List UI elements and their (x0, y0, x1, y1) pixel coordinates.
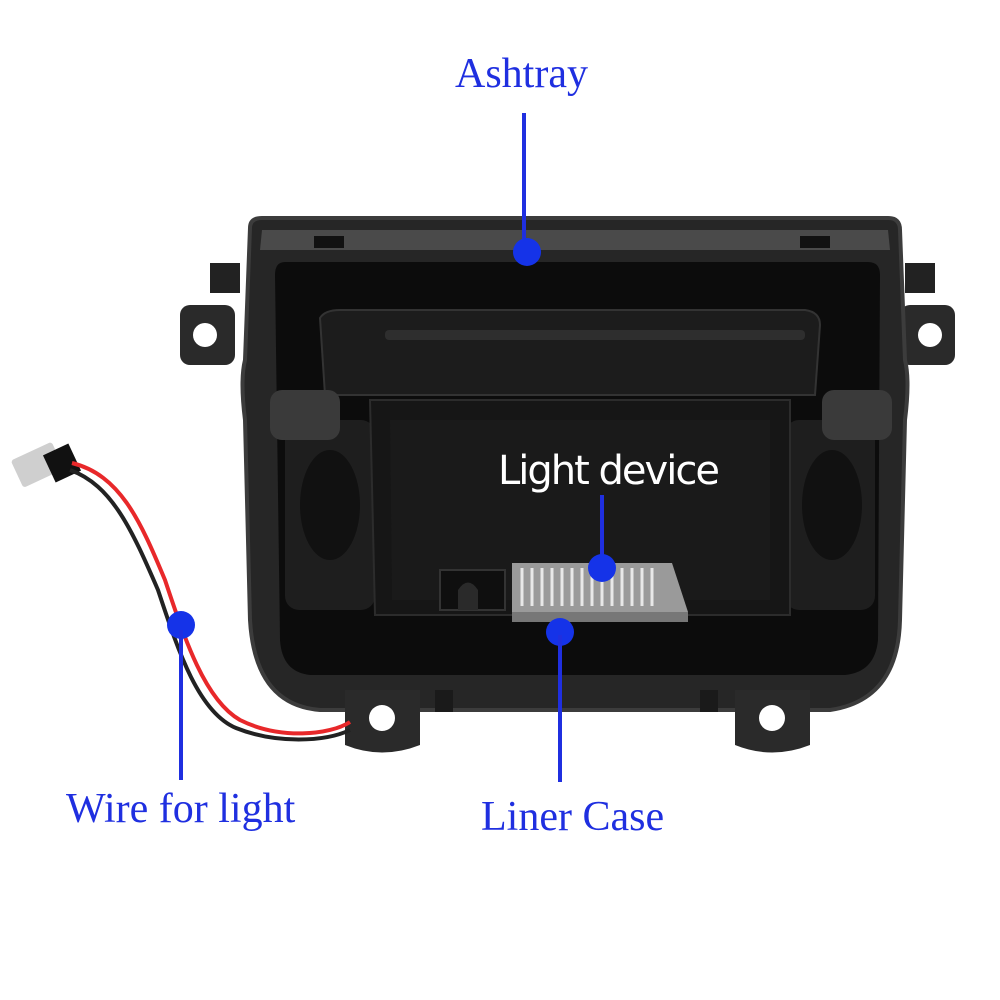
callout-dot-light-device (588, 554, 616, 582)
callout-label-light-device: Light device (498, 448, 720, 494)
callout-label-wire-for-light: Wire for light (66, 786, 296, 832)
callout-leader-liner-case (558, 635, 562, 782)
callout-dot-ashtray (513, 238, 541, 266)
callout-leader-ashtray (522, 113, 526, 248)
ashtray-housing-icon (180, 216, 955, 753)
callout-label-liner-case: Liner Case (481, 794, 665, 840)
callout-leader-wire-for-light (179, 630, 183, 780)
callout-label-ashtray: Ashtray (455, 51, 588, 97)
wire-harness-icon (11, 442, 352, 742)
callout-leader-light-device (600, 495, 604, 565)
